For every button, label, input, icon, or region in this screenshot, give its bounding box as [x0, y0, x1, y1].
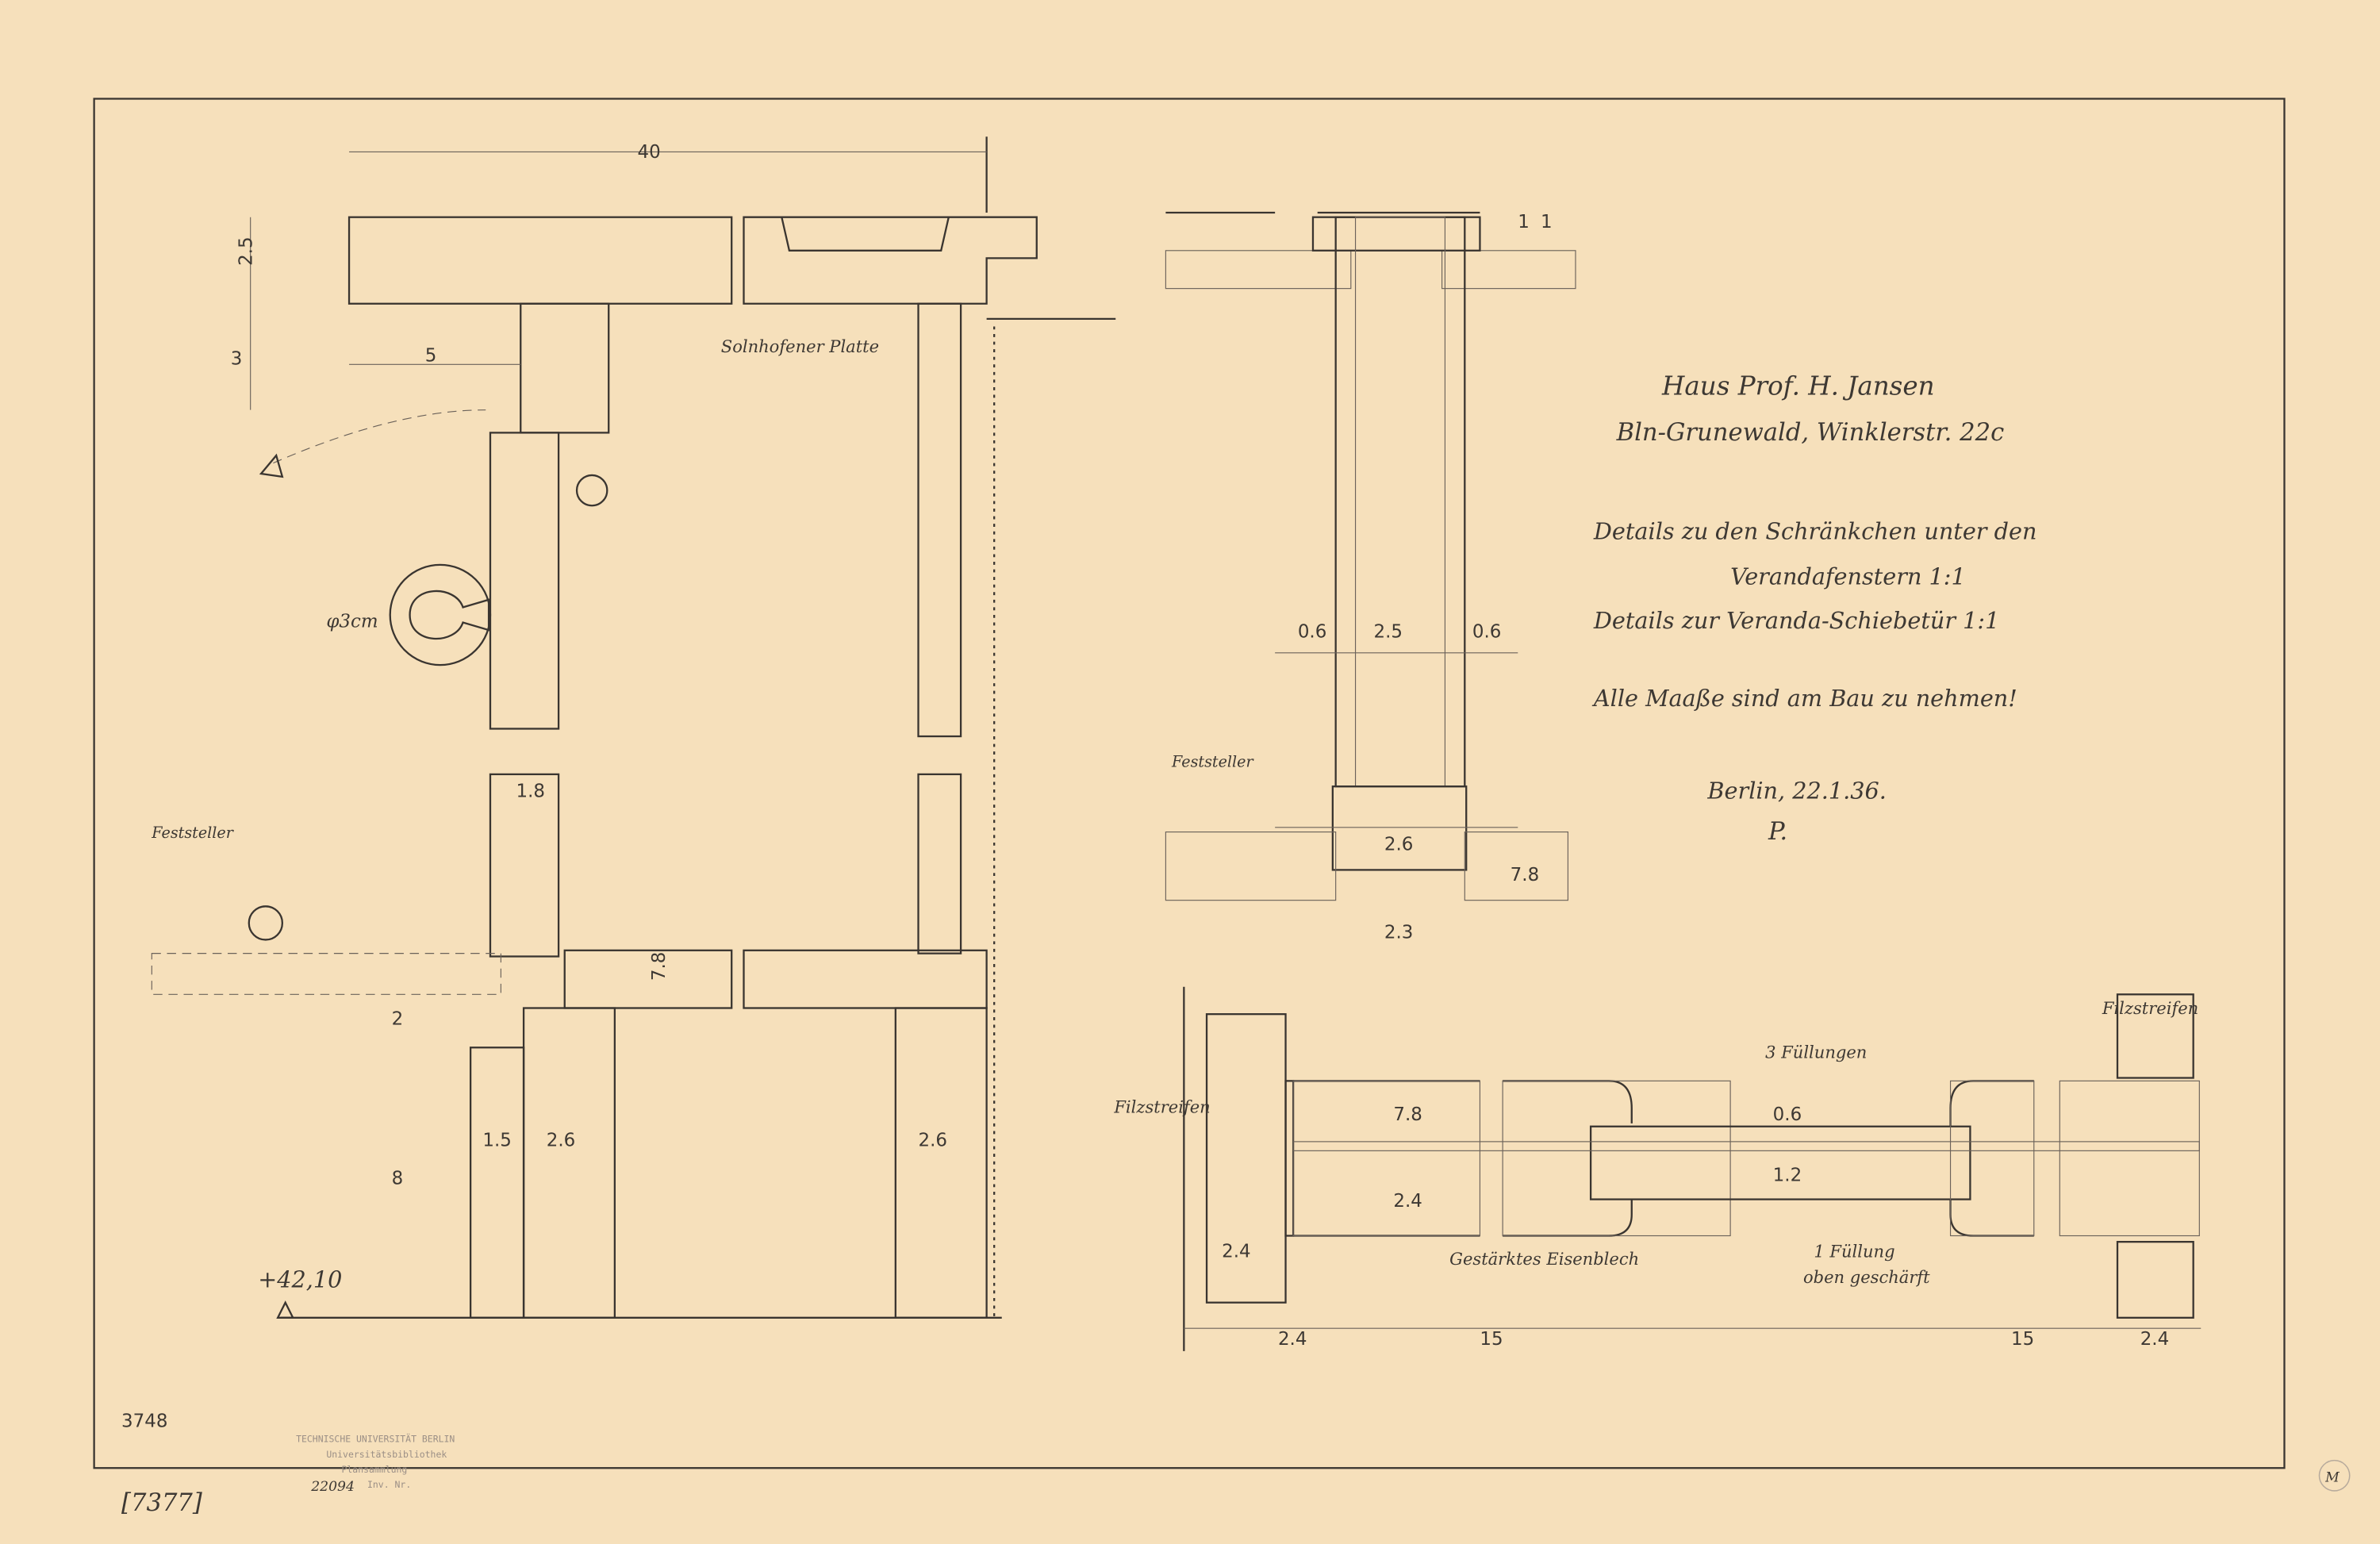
stopper-icon-left	[248, 905, 284, 941]
dim-18: 1.8	[516, 782, 545, 802]
detail-2: Details zur Veranda-Schiebetür 1:1	[1593, 607, 1999, 634]
project-title: Haus Prof. H. Jansen	[1661, 371, 1935, 401]
date: Berlin, 22.1.36.	[1706, 777, 1886, 804]
dim-bot-24: 2.4	[1393, 1191, 1422, 1212]
felt-label-right: Filzstreifen	[2102, 998, 2198, 1018]
dim-15: 1.5	[482, 1131, 511, 1151]
knob-icon	[409, 590, 490, 640]
collection-mark	[2318, 1459, 2351, 1492]
dim-bot-15a: 15	[1480, 1329, 1503, 1350]
note: Alle Maaße sind am Bau zu nehmen!	[1591, 685, 2017, 712]
corner-mark: M	[2324, 1469, 2340, 1485]
dim-40: 40	[638, 142, 661, 163]
dim-mid-1a: 1	[1518, 212, 1530, 232]
sheet-label: Gestärktes Eisenblech	[1449, 1249, 1639, 1269]
dim-mid-06b: 0.6	[1472, 622, 1501, 643]
door-vertical-section	[1165, 211, 1576, 901]
dim-3: 3	[231, 348, 243, 369]
stamp-inv-number: 22094	[310, 1479, 355, 1495]
dim-mid-26: 2.6	[1384, 835, 1413, 855]
dim-5: 5	[425, 345, 437, 366]
dim-2: 2	[392, 1009, 404, 1030]
stopper-label-mid: Feststeller	[1171, 752, 1254, 770]
level-label: +42,10	[258, 1266, 342, 1293]
stamp-inv-label: Inv. Nr.	[367, 1479, 411, 1490]
dim-78: 7.8	[649, 952, 670, 981]
library-stamp: TECHNISCHE UNIVERSITÄT BERLIN Universitä…	[296, 1433, 455, 1495]
door-horizontal-section	[1183, 986, 2202, 1351]
dim-bot-78: 7.8	[1393, 1104, 1422, 1125]
dim-mid-1b: 1	[1541, 212, 1553, 232]
dim-bot-24b: 2.4	[1222, 1241, 1250, 1262]
dim-mid-06a: 0.6	[1298, 622, 1326, 643]
dim-mid-23: 2.3	[1384, 923, 1413, 943]
dim-bot-12: 1.2	[1773, 1166, 1802, 1186]
archive-number: [7377]	[121, 1489, 202, 1517]
cabinet-section-detail	[151, 136, 1116, 1321]
stopper-label-left: Feststeller	[151, 824, 234, 842]
sheet-number: 3748	[121, 1411, 167, 1432]
stone-plate-right	[743, 216, 1038, 305]
stamp-line-3: Plansammlung	[341, 1464, 407, 1475]
stamp-line-1: TECHNISCHE UNIVERSITÄT BERLIN	[296, 1433, 455, 1445]
plate-label: Solnhofener Platte	[721, 336, 879, 356]
dim-26b: 2.6	[919, 1131, 947, 1151]
sheet-border	[93, 98, 2286, 1469]
knob-label: φ3cm	[326, 611, 378, 632]
panel-note-1: 1 Füllung	[1814, 1241, 1894, 1261]
felt-label-left: Filzstreifen	[1113, 1097, 1210, 1117]
initial: P.	[1768, 818, 1787, 846]
stopper-icon	[575, 474, 608, 507]
dim-8: 8	[392, 1168, 404, 1189]
dim-bot-06: 0.6	[1773, 1104, 1802, 1125]
stone-plate-left	[347, 216, 733, 305]
dim-bot-24c: 2.4	[1278, 1329, 1307, 1350]
panels-label: 3 Füllungen	[1765, 1043, 1867, 1062]
project-address: Bln-Grunewald, Winklerstr. 22c	[1616, 419, 2005, 447]
detail-1-line-1: Details zu den Schränkchen unter den	[1593, 517, 2037, 544]
panel-note-2: oben geschärft	[1803, 1267, 1930, 1287]
knob-circle-icon	[389, 563, 492, 666]
detail-1-line-2: Verandafenstern 1:1	[1730, 563, 1966, 590]
dim-bot-24d: 2.4	[2140, 1329, 2169, 1350]
dim-mid-78: 7.8	[1511, 865, 1539, 885]
dim-bot-15b: 15	[2011, 1329, 2034, 1350]
dim-26a: 2.6	[547, 1131, 575, 1151]
dim-25: 2.5	[236, 236, 257, 265]
stamp-line-2: Universitätsbibliothek	[326, 1449, 447, 1460]
title-block: Haus Prof. H. Jansen Bln-Grunewald, Wink…	[1591, 371, 2037, 847]
dim-mid-25: 2.5	[1374, 622, 1403, 643]
